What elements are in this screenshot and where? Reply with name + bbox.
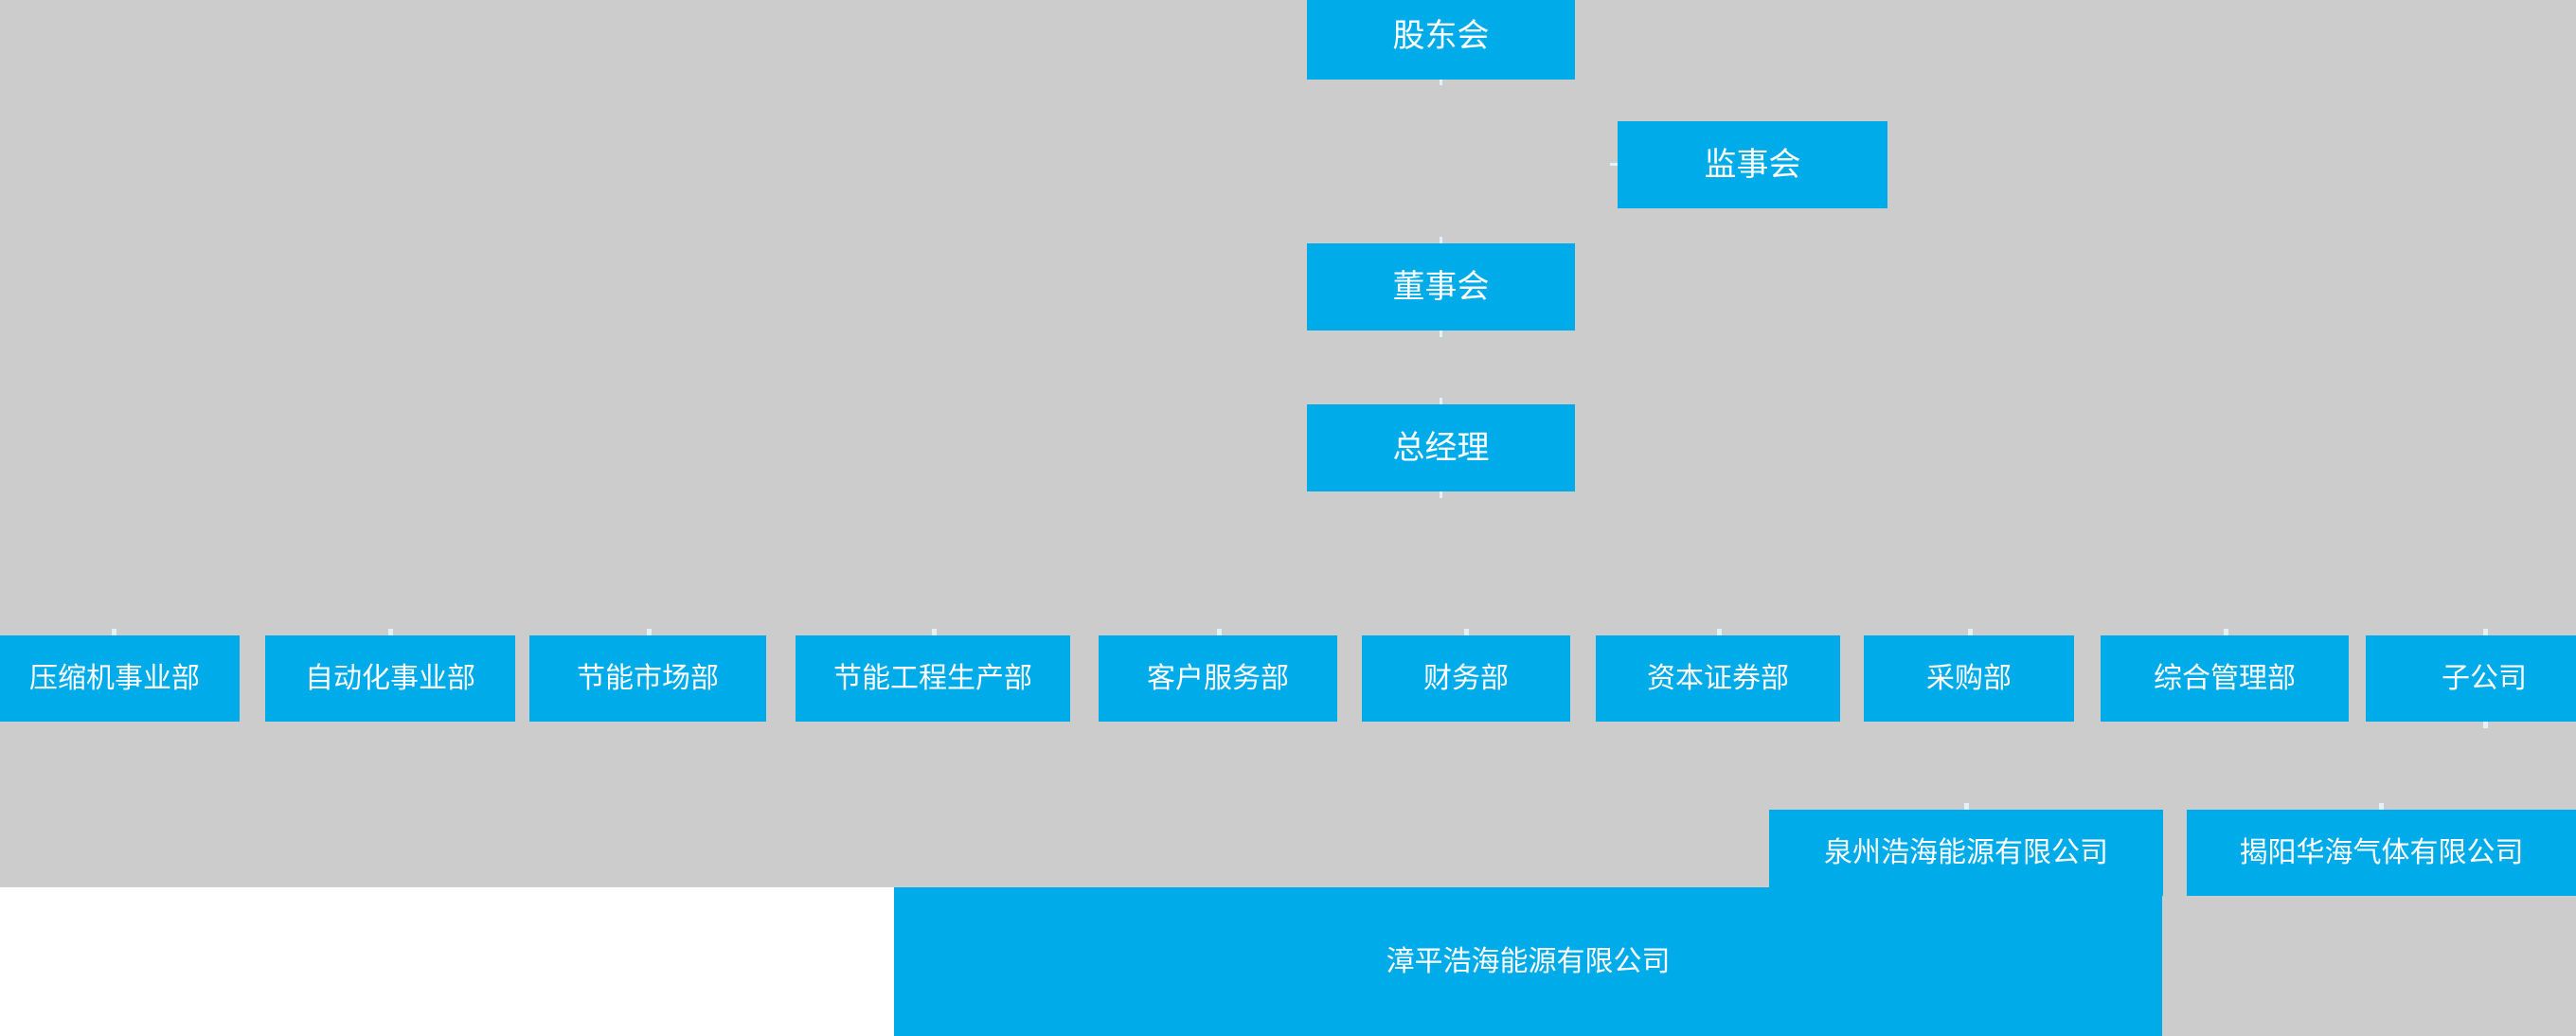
node-department-energy-saving-engineering-production[interactable]: 节能工程生产部 (796, 635, 1070, 722)
connector-subsidiary-1-top (2379, 803, 2384, 810)
node-department-general-management[interactable]: 综合管理部 (2101, 635, 2349, 722)
node-department-1-label: 自动化事业部 (305, 662, 475, 694)
connector-dept-3-top (932, 629, 937, 635)
connector-dept-0-top (112, 629, 116, 635)
node-department-finance[interactable]: 财务部 (1362, 635, 1570, 722)
node-department-3-label: 节能工程生产部 (833, 662, 1032, 694)
connector-subsidiary-0-top (1964, 803, 1969, 810)
connector-dept-2-top (647, 629, 652, 635)
node-subsidiary-0-label: 泉州浩海能源有限公司 (1824, 836, 2108, 868)
node-shareholders-meeting[interactable]: 股东会 (1307, 0, 1575, 80)
node-department-5-label: 财务部 (1423, 662, 1509, 694)
connector-dept-1-top (388, 629, 393, 635)
connector-gm-bottom (1440, 491, 1442, 498)
node-department-compressor-division[interactable]: 压缩机事业部 (0, 635, 240, 722)
connector-dept-6-top (1717, 629, 1722, 635)
connector-dept-9-top (2483, 629, 2488, 635)
node-department-4-label: 客户服务部 (1147, 662, 1289, 694)
connector-board-bottom (1440, 330, 1442, 337)
node-subsidiary-jieyang-huahai-gas[interactable]: 揭阳华海气体有限公司 (2187, 810, 2576, 896)
connector-gm-top (1440, 398, 1442, 405)
connector-shareholders-bottom (1440, 80, 1442, 85)
node-subsidiary-1-label: 揭阳华海气体有限公司 (2239, 836, 2524, 868)
node-department-automation-division[interactable]: 自动化事业部 (265, 635, 515, 722)
node-department-9-label: 子公司 (2442, 662, 2527, 694)
connector-board-top (1440, 237, 1442, 244)
node-subsidiary-2-label: 漳平浩海能源有限公司 (1386, 945, 1671, 977)
node-department-energy-saving-market[interactable]: 节能市场部 (529, 635, 766, 722)
connector-dept-7-top (1968, 629, 1973, 635)
node-department-capital-securities[interactable]: 资本证券部 (1596, 635, 1840, 722)
connector-dept-9-bottom (2483, 722, 2488, 728)
node-board-of-supervisors-label: 监事会 (1704, 146, 1801, 183)
chart-background-panel (0, 0, 2576, 887)
node-department-8-label: 综合管理部 (2154, 662, 2296, 694)
node-board-of-directors[interactable]: 董事会 (1307, 243, 1575, 330)
node-subsidiary-zhangping-haohai-energy[interactable]: 漳平浩海能源有限公司 (894, 887, 2162, 1036)
node-board-of-supervisors[interactable]: 监事会 (1618, 121, 1887, 208)
connector-supervisors-left (1610, 163, 1618, 166)
connector-dept-4-top (1217, 629, 1222, 635)
connector-dept-8-top (2224, 629, 2228, 635)
node-general-manager-label: 总经理 (1392, 429, 1490, 466)
node-department-7-label: 采购部 (1926, 662, 2012, 694)
node-department-2-label: 节能市场部 (577, 662, 719, 694)
node-department-0-label: 压缩机事业部 (29, 662, 200, 694)
node-shareholders-meeting-label: 股东会 (1392, 17, 1490, 54)
node-department-customer-service[interactable]: 客户服务部 (1099, 635, 1337, 722)
node-department-6-label: 资本证券部 (1647, 662, 1789, 694)
connector-dept-5-top (1464, 629, 1469, 635)
node-subsidiary-quanzhou-haohai-energy[interactable]: 泉州浩海能源有限公司 (1769, 810, 2163, 896)
node-department-subsidiaries[interactable]: 子公司 (2366, 635, 2576, 722)
node-department-procurement[interactable]: 采购部 (1864, 635, 2074, 722)
node-general-manager[interactable]: 总经理 (1307, 404, 1575, 491)
node-board-of-directors-label: 董事会 (1392, 268, 1490, 305)
